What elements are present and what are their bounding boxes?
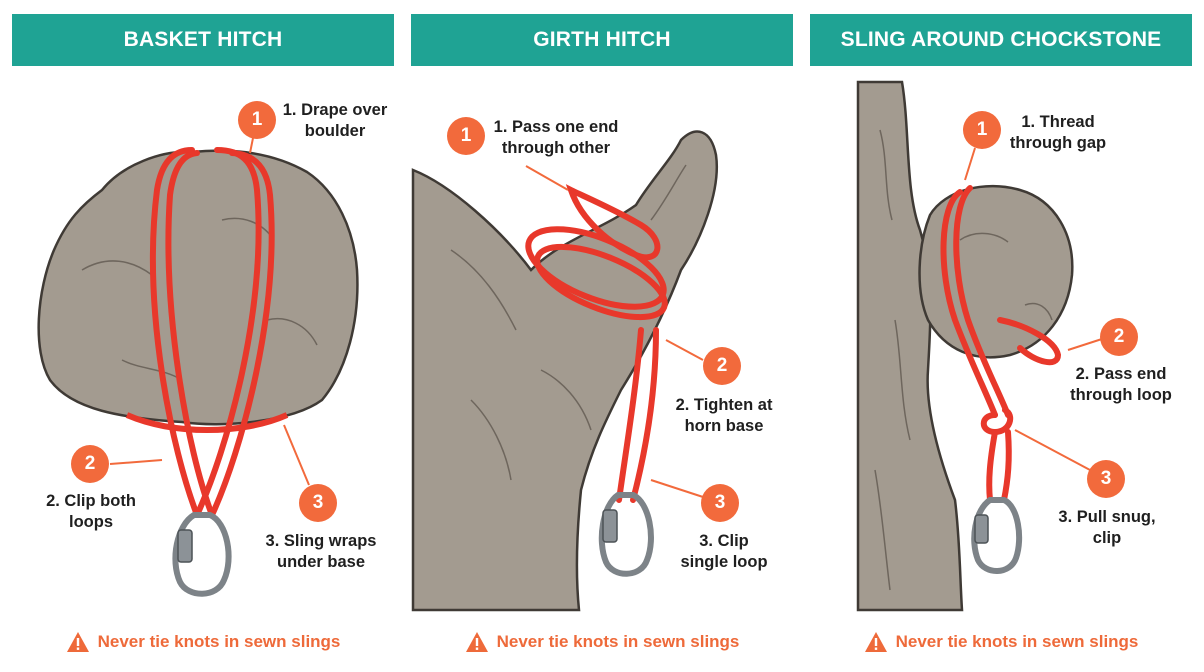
sling-loops (150, 147, 275, 518)
panel-title: SLING AROUND CHOCKSTONE (810, 14, 1192, 66)
panel-title: GIRTH HITCH (411, 14, 793, 66)
carabiner (172, 512, 232, 597)
chockstone-illustration (810, 70, 1192, 620)
girth-hitch-illustration (411, 70, 793, 620)
step-1-badge: 1 (963, 111, 1001, 149)
rock-horn (411, 130, 718, 612)
step-3-label: 3. Sling wraps under base (265, 532, 377, 571)
carabiner (971, 497, 1023, 574)
step-1-badge: 1 (238, 101, 276, 139)
step-2-label: 2. Pass end through loop (1070, 365, 1172, 404)
rock-wall (856, 80, 964, 612)
step-3-badge: 3 (299, 484, 337, 522)
step-3-badge: 3 (701, 484, 739, 522)
warning-note: Never tie knots in sewn slings (411, 628, 793, 656)
panel-basket-hitch: BASKET HITCH 1 1. Drape over (12, 0, 394, 672)
warning-triangle-icon (864, 632, 887, 652)
step-1-badge: 1 (447, 117, 485, 155)
boulder (37, 149, 359, 426)
panel-chockstone: SLING AROUND CHOCKSTONE (810, 0, 1192, 672)
warning-triangle-icon (66, 632, 89, 652)
warning-note: Never tie knots in sewn slings (810, 628, 1192, 656)
step-2-label: 2. Tighten at horn base (675, 396, 773, 435)
step-1-label: 1. Pass one end through other (493, 118, 619, 157)
panel-girth-hitch: GIRTH HITCH 1 1. Pass one en (411, 0, 793, 672)
step-3-label: 3. Clip single loop (680, 532, 768, 571)
carabiner (598, 492, 654, 577)
warning-triangle-icon (465, 632, 488, 652)
sling-girth-wrap (525, 184, 668, 503)
basket-hitch-illustration (12, 70, 394, 620)
sling-thread (940, 185, 1062, 503)
step-2-badge: 2 (71, 445, 109, 483)
step-1-label: 1. Drape over boulder (282, 101, 388, 140)
step-3-label: 3. Pull snug, clip (1058, 508, 1156, 547)
step-1-label: 1. Thread through gap (1009, 113, 1107, 152)
step-2-label: 2. Clip both loops (46, 492, 136, 531)
step-2-badge: 2 (1100, 318, 1138, 356)
step-3-badge: 3 (1087, 460, 1125, 498)
step-2-badge: 2 (703, 347, 741, 385)
sling-under-base (125, 412, 289, 433)
warning-note: Never tie knots in sewn slings (12, 628, 394, 656)
warning-text: Never tie knots in sewn slings (97, 632, 341, 651)
warning-text: Never tie knots in sewn slings (895, 632, 1139, 651)
warning-text: Never tie knots in sewn slings (496, 632, 740, 651)
panel-title: BASKET HITCH (12, 14, 394, 66)
